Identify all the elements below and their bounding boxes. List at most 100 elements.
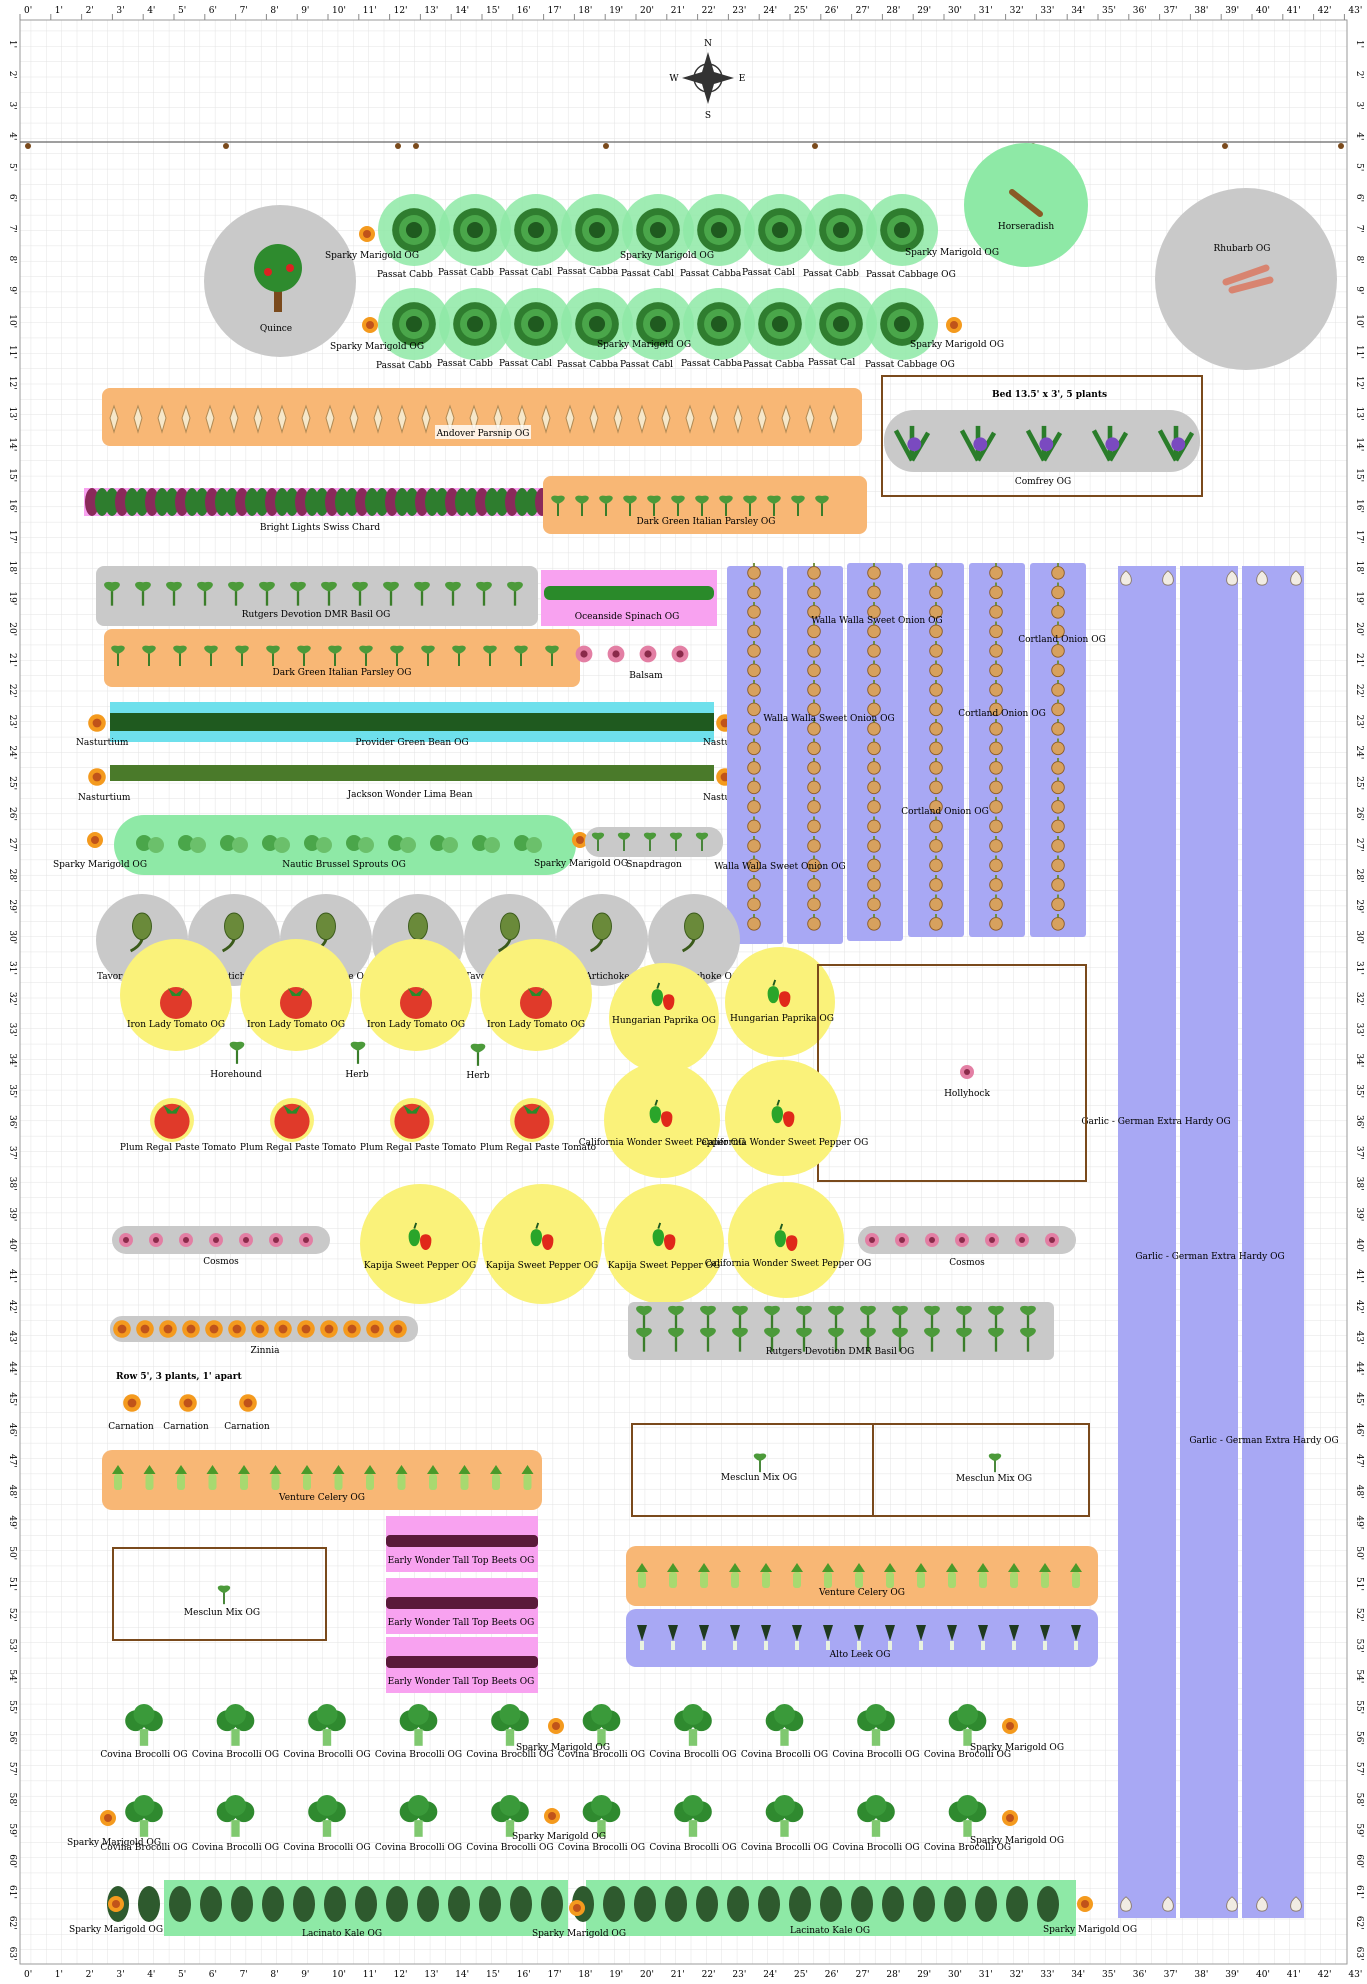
label-sparky-6: Sparky Marigold OG — [910, 340, 1004, 350]
label-parsley-1: Dark Green Italian Parsley OG — [637, 517, 776, 527]
celery-bed-1 — [102, 1450, 542, 1510]
ruler-tick-label: 11' — [363, 1970, 377, 1980]
ruler-tick-label: 36' — [1133, 1970, 1147, 1980]
label-sparky-8: Sparky Marigold OG — [534, 859, 628, 869]
sprouts-icon — [190, 837, 206, 853]
parsnip-icon — [661, 404, 671, 434]
chard-icon — [495, 488, 509, 516]
ruler-tick-label: 60' — [1354, 1854, 1364, 1868]
chard-icon — [105, 488, 119, 516]
label-broccoli: Covina Brocolli OG — [649, 1843, 736, 1853]
beet-beds — [386, 1516, 538, 1693]
ruler-tick-label: 23' — [7, 715, 17, 729]
label-hollyhock: Hollyhock — [944, 1089, 990, 1099]
ruler-tick-label: 50' — [1354, 1546, 1364, 1560]
chard-icon — [475, 488, 489, 516]
ruler-tick-label: 2' — [7, 71, 17, 79]
bean-row-icon — [110, 713, 714, 731]
label-broccoli: Covina Brocolli OG — [283, 1750, 370, 1760]
marigold-icon — [87, 832, 103, 848]
label-tomato: Iron Lady Tomato OG — [247, 1020, 345, 1030]
chard-icon — [275, 488, 289, 516]
ruler-tick-label: 53' — [1354, 1639, 1364, 1653]
kale-icon — [665, 1886, 687, 1922]
kapija-area — [360, 1184, 480, 1304]
kale-icon — [634, 1886, 656, 1922]
ruler-tick-label: 36' — [1133, 6, 1147, 16]
zinnia-icon — [343, 1320, 361, 1338]
ruler-tick-label: 33' — [1354, 1023, 1364, 1037]
label-broccoli: Covina Brocolli OG — [192, 1843, 279, 1853]
ruler-tick-label: 38' — [1354, 1177, 1364, 1191]
chard-icon — [195, 488, 209, 516]
ruler-tick-label: 6' — [7, 194, 17, 202]
ruler-tick-label: 20' — [640, 6, 654, 16]
chard-icon — [165, 488, 179, 516]
chard-icon — [465, 488, 479, 516]
kale-icon — [789, 1886, 811, 1922]
ruler-tick-label: 18' — [578, 6, 592, 16]
ruler-tick-label: 5' — [178, 6, 186, 16]
cosmos-icon — [239, 1233, 253, 1247]
ruler-tick-label: 5' — [7, 163, 17, 171]
parsley-bed-1 — [543, 476, 867, 534]
label-sparky-7: Sparky Marigold OG — [53, 860, 147, 870]
ruler-tick-label: 44' — [1354, 1361, 1364, 1375]
label-broccoli: Covina Brocolli OG — [558, 1750, 645, 1760]
parsnip-icon — [589, 404, 599, 434]
label-herb-2: Herb — [466, 1071, 489, 1081]
ruler-tick-label: 61' — [1354, 1885, 1364, 1899]
parsnip-icon — [373, 404, 383, 434]
ruler-tick-label: 25' — [1354, 776, 1364, 790]
ruler-tick-label: 8' — [1354, 255, 1364, 263]
label-plum-tomato: Plum Regal Paste Tomato — [360, 1143, 476, 1153]
ruler-tick-label: 18' — [7, 561, 17, 575]
ruler-tick-label: 43' — [7, 1331, 17, 1345]
marigold-icon — [1002, 1718, 1018, 1734]
label-sparky-13: Sparky Marigold OG — [970, 1836, 1064, 1846]
label-mesclun-3: Mesclun Mix OG — [184, 1608, 260, 1618]
ruler-tick-label: 32' — [1010, 1970, 1024, 1980]
label-cortland-3: Cortland Onion OG — [901, 807, 989, 817]
ruler-tick-label: 51' — [7, 1577, 17, 1591]
label-bean: Provider Green Bean OG — [355, 738, 468, 748]
ruler-tick-label: 50' — [7, 1546, 17, 1560]
chard-icon — [355, 488, 369, 516]
kale-icon — [758, 1886, 780, 1922]
cabbage-icon — [514, 302, 558, 346]
ruler-tick-label: 18' — [578, 1970, 592, 1980]
label-tomato: Iron Lady Tomato OG — [127, 1020, 225, 1030]
ruler-tick-label: 20' — [7, 622, 17, 636]
chard-icon — [85, 488, 99, 516]
label-cabbage: Passat Cabb — [437, 359, 493, 369]
ruler-tick-label: 2' — [86, 6, 94, 16]
label-broccoli: Covina Brocolli OG — [741, 1843, 828, 1853]
ruler-tick-label: 56' — [7, 1731, 17, 1745]
zinnia-icon — [274, 1320, 292, 1338]
ruler-tick-label: 13' — [7, 407, 17, 421]
ruler-tick-label: 41' — [7, 1269, 17, 1283]
ruler-tick-label: 19' — [609, 1970, 623, 1980]
ruler-tick-label: 11' — [363, 6, 377, 16]
cosmos-icon — [149, 1233, 163, 1247]
sprouts-bed — [114, 815, 576, 875]
ruler-tick-label: 26' — [825, 1970, 839, 1980]
ruler-tick-label: 22' — [702, 1970, 716, 1980]
ruler-tick-label: 17' — [548, 6, 562, 16]
ruler-side: 1'1'2'2'3'3'4'4'5'5'6'6'7'7'8'8'9'9'10'1… — [7, 40, 1364, 1961]
parsnip-icon — [685, 404, 695, 434]
ruler-tick-label: 10' — [7, 314, 17, 328]
label-cabbage: Passat Cabba — [557, 360, 619, 370]
ruler-tick-label: 10' — [332, 6, 346, 16]
ruler-tick-label: 41' — [1287, 1970, 1301, 1980]
label-spinach: Oceanside Spinach OG — [575, 612, 680, 622]
compass-w: W — [669, 74, 679, 84]
ruler-tick-label: 25' — [7, 776, 17, 790]
label-nasturtium-1: Nasturtium — [76, 738, 129, 748]
label-herb-1: Herb — [345, 1070, 368, 1080]
ruler-tick-label: 41' — [1287, 6, 1301, 16]
label-lima: Jackson Wonder Lima Bean — [347, 790, 473, 800]
ruler-tick-label: 16' — [517, 6, 531, 16]
sprouts-icon — [400, 837, 416, 853]
